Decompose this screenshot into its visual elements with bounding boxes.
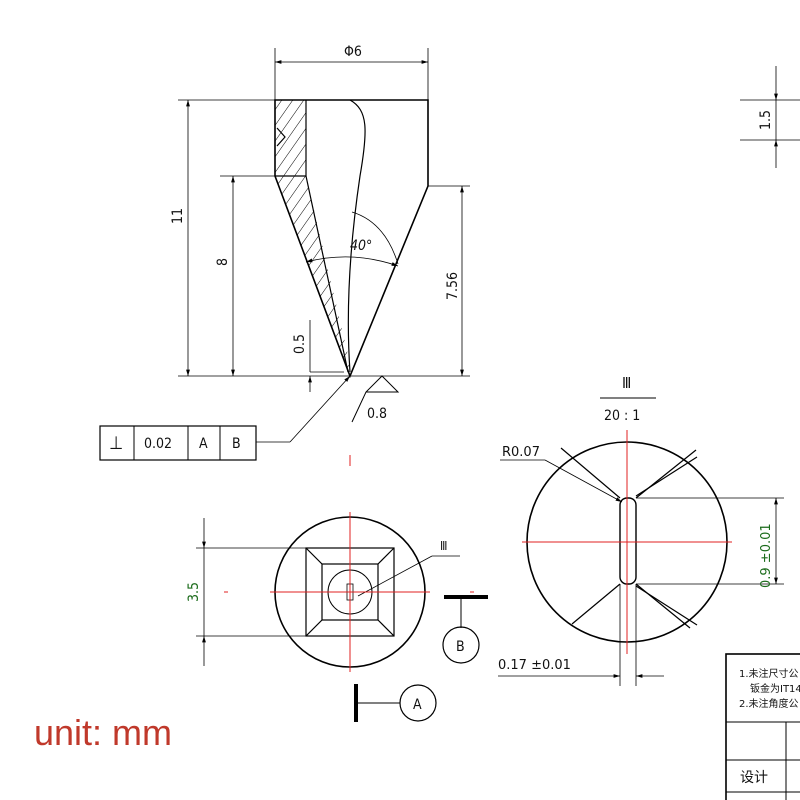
dim-angle: 40° [350,238,372,254]
tolerance-symbol: ⊥ [109,433,123,454]
detail-mark-view: Ⅲ [622,374,631,392]
title-note-1: 1.未注尺寸公 [739,667,799,680]
dim-right-edge: 1.5 [758,110,774,130]
datum-b-label: B [456,639,465,655]
tolerance-value: 0.02 [144,436,172,452]
top-view-centerlines [224,455,474,672]
detail-mark-top: Ⅲ [440,539,447,553]
dim-height-right: 7.56 [445,272,461,300]
tolerance-datum-b: B [232,436,241,452]
title-note-3: 2.未注角度公 [739,697,799,710]
right-edge-fragment [740,66,800,168]
detail-scale: 20 : 1 [604,408,640,424]
dim-slot-width: 0.17 ±0.01 [498,658,571,673]
dim-square-width: 3.5 [186,582,202,602]
dim-diameter: Φ6 [344,44,362,60]
dim-slot-height: 0.9 ±0.01 [759,523,774,588]
designer-label: 设计 [740,770,768,786]
detail-centerlines [522,430,732,654]
dim-radius: R0.07 [502,445,540,460]
dim-tip-offset: 0.5 [292,334,308,354]
datum-a-label: A [413,697,422,713]
dim-height-total: 11 [170,208,186,224]
tolerance-frame: ⊥ 0.02 A B [99,425,257,461]
title-block [725,653,800,800]
title-note-2: 钣金为IT14 [750,682,800,695]
dim-roughness: 0.8 [367,406,387,422]
datum-a [354,684,437,722]
unit-caption: unit: mm [34,712,172,753]
detail-view [498,441,784,686]
datum-b [442,595,488,664]
side-view [178,48,470,443]
dim-height-cone: 8 [215,258,231,266]
tolerance-datum-a: A [199,436,208,452]
